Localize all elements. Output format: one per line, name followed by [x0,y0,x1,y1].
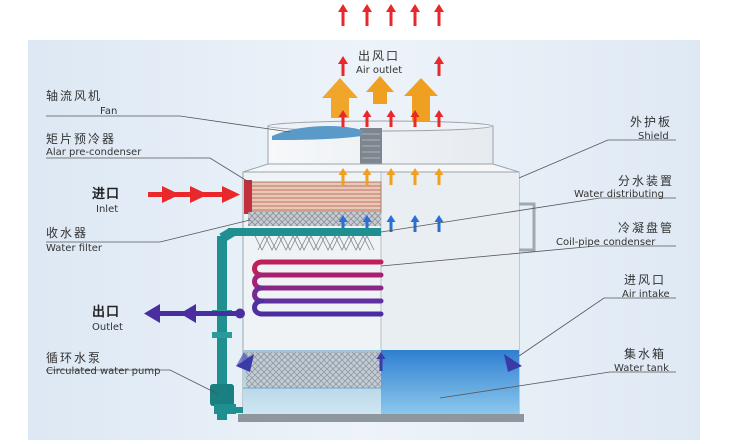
red-air-arrows-mid [338,110,444,127]
intake-label-zh: 进风口 [624,273,667,287]
filter-label-en: Water filter [46,243,103,254]
outlet-label-zh: 出口 [92,305,121,320]
warm-air-arrows [322,76,438,122]
shield-label-zh: 外护板 [630,115,673,129]
inner-air-arrows [338,168,444,232]
distributor-label-en: Water distributing [574,189,664,200]
leader-lines [46,115,676,399]
fan-label-zh: 轴流风机 [46,89,103,103]
fan-label-en: Fan [100,106,118,117]
inlet-label-en: Inlet [96,204,119,215]
precondenser-label-zh: 矩片预冷器 [46,132,117,146]
tank-label-zh: 集水箱 [624,347,667,361]
inlet-label-zh: 进口 [92,187,121,202]
filter-label-zh: 收水器 [46,226,89,240]
circulation-pipework [210,227,243,420]
distributor-label-zh: 分水装置 [618,174,675,188]
outlet-label-en: Outlet [92,322,123,333]
pump-label-zh: 循环水泵 [46,351,103,365]
pre-condenser [244,180,382,226]
tank-label-en: Water tank [614,363,669,374]
water-tank [243,350,519,414]
exhaust-arrows-top [338,4,444,76]
shield-label-en: Shield [638,131,669,142]
fan-housing [267,120,494,169]
precondenser-label-en: Alar pre-condenser [46,147,142,158]
coil-label-zh: 冷凝盘管 [618,221,675,235]
water-distributor [228,228,381,251]
intake-label-en: Air intake [622,289,670,300]
coil-label-en: Coil-pipe condenser [556,237,656,248]
air-intake-arrows [236,352,522,372]
air-outlet-label-zh: 出风口 [358,49,401,63]
outlet-arrow [144,304,245,323]
coil-pipe-condenser [252,259,384,317]
inlet-arrow [148,186,240,203]
pump-label-en: Circulated water pump [46,366,161,377]
air-outlet-label-en: Air outlet [356,65,403,76]
